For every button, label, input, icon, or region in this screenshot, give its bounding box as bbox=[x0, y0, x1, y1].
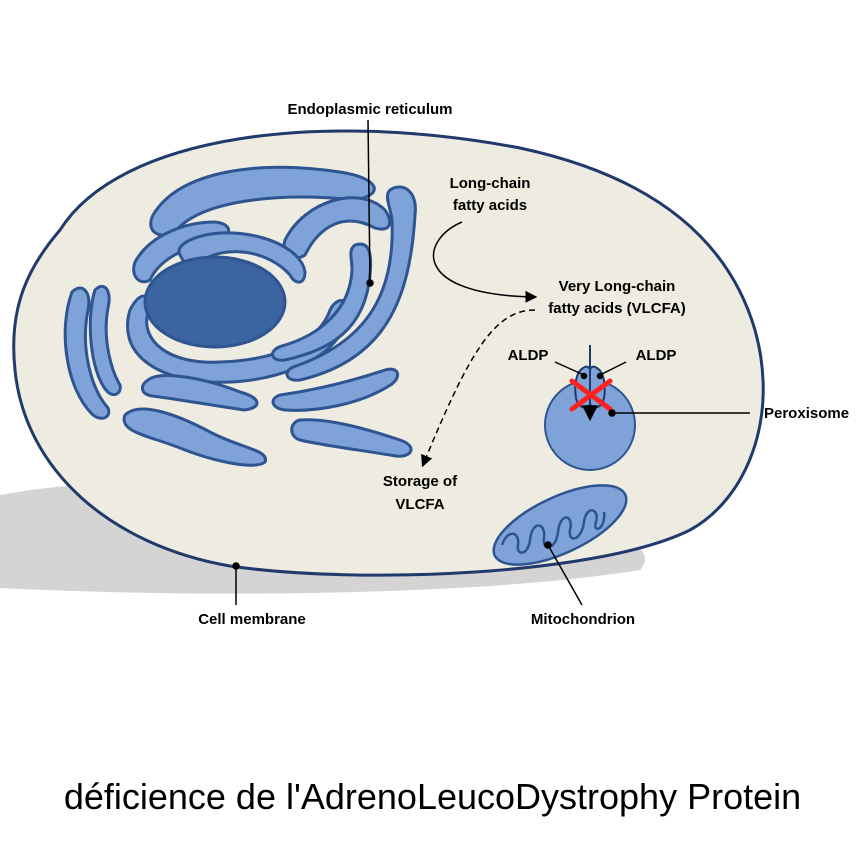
pointer-lines bbox=[232, 119, 750, 606]
label-storage-line2: VLCFA bbox=[395, 496, 444, 513]
mitochondrion bbox=[492, 484, 628, 566]
label-aldp-left: ALDP bbox=[508, 347, 549, 364]
label-long-chain-line1: Long-chain bbox=[450, 175, 531, 192]
elongation-arrow bbox=[432, 221, 538, 303]
caption: déficience de l'AdrenoLeucoDystrophy Pro… bbox=[63, 776, 802, 817]
label-storage-line1: Storage of bbox=[383, 473, 458, 490]
label-peroxisome: Peroxisome bbox=[764, 405, 849, 422]
storage-arrow bbox=[421, 309, 536, 468]
label-vlcfa-line2: fatty acids (VLCFA) bbox=[548, 300, 686, 317]
peroxisome bbox=[544, 345, 636, 471]
nucleus bbox=[143, 255, 287, 349]
label-vlcfa-line1: Very Long-chain bbox=[559, 278, 676, 295]
label-mitochondrion: Mitochondrion bbox=[531, 611, 635, 628]
label-aldp-right: ALDP bbox=[636, 347, 677, 364]
endoplasmic-reticulum bbox=[63, 165, 417, 467]
label-endoplasmic-reticulum: Endoplasmic reticulum bbox=[287, 101, 452, 118]
blocked-mark bbox=[569, 378, 613, 412]
label-long-chain-line2: fatty acids bbox=[453, 197, 527, 214]
label-cell-membrane: Cell membrane bbox=[198, 611, 306, 628]
